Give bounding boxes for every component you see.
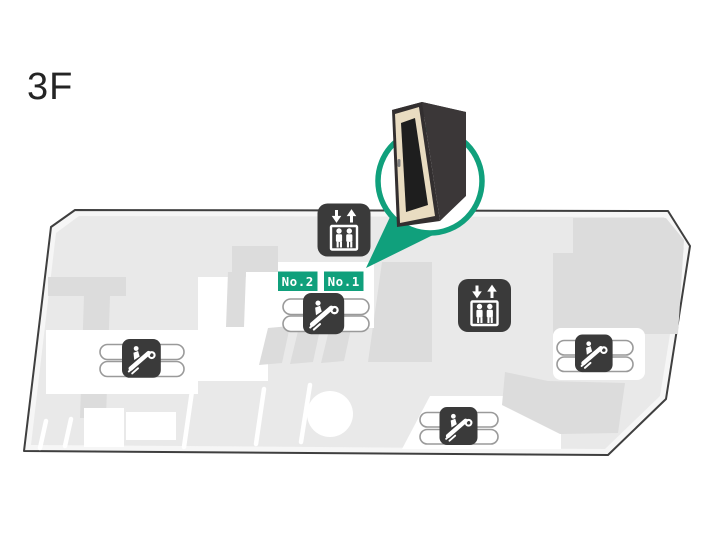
booth-illustration [392,102,466,227]
badge-no1-label: No.1 [328,274,360,289]
booth-callout [366,102,485,268]
callout-pointer [366,217,433,268]
booth-door-handle [397,159,401,167]
booth-door-window [401,118,428,212]
elevator-icon-right [456,277,513,334]
badge-no2-label: No.2 [282,274,314,289]
escalator-icon-top [303,293,344,334]
elevator-icon-top [316,202,372,258]
escalator-icon-right [575,335,613,373]
badge-no2: No.2 [278,271,318,291]
escalator-icon-bottom [440,407,478,445]
escalator-icon-left [122,339,161,378]
badge-no1: No.1 [324,271,364,291]
store-blocks-front [226,246,625,434]
floor-label: 3F [27,66,73,108]
booth-side [422,102,466,221]
